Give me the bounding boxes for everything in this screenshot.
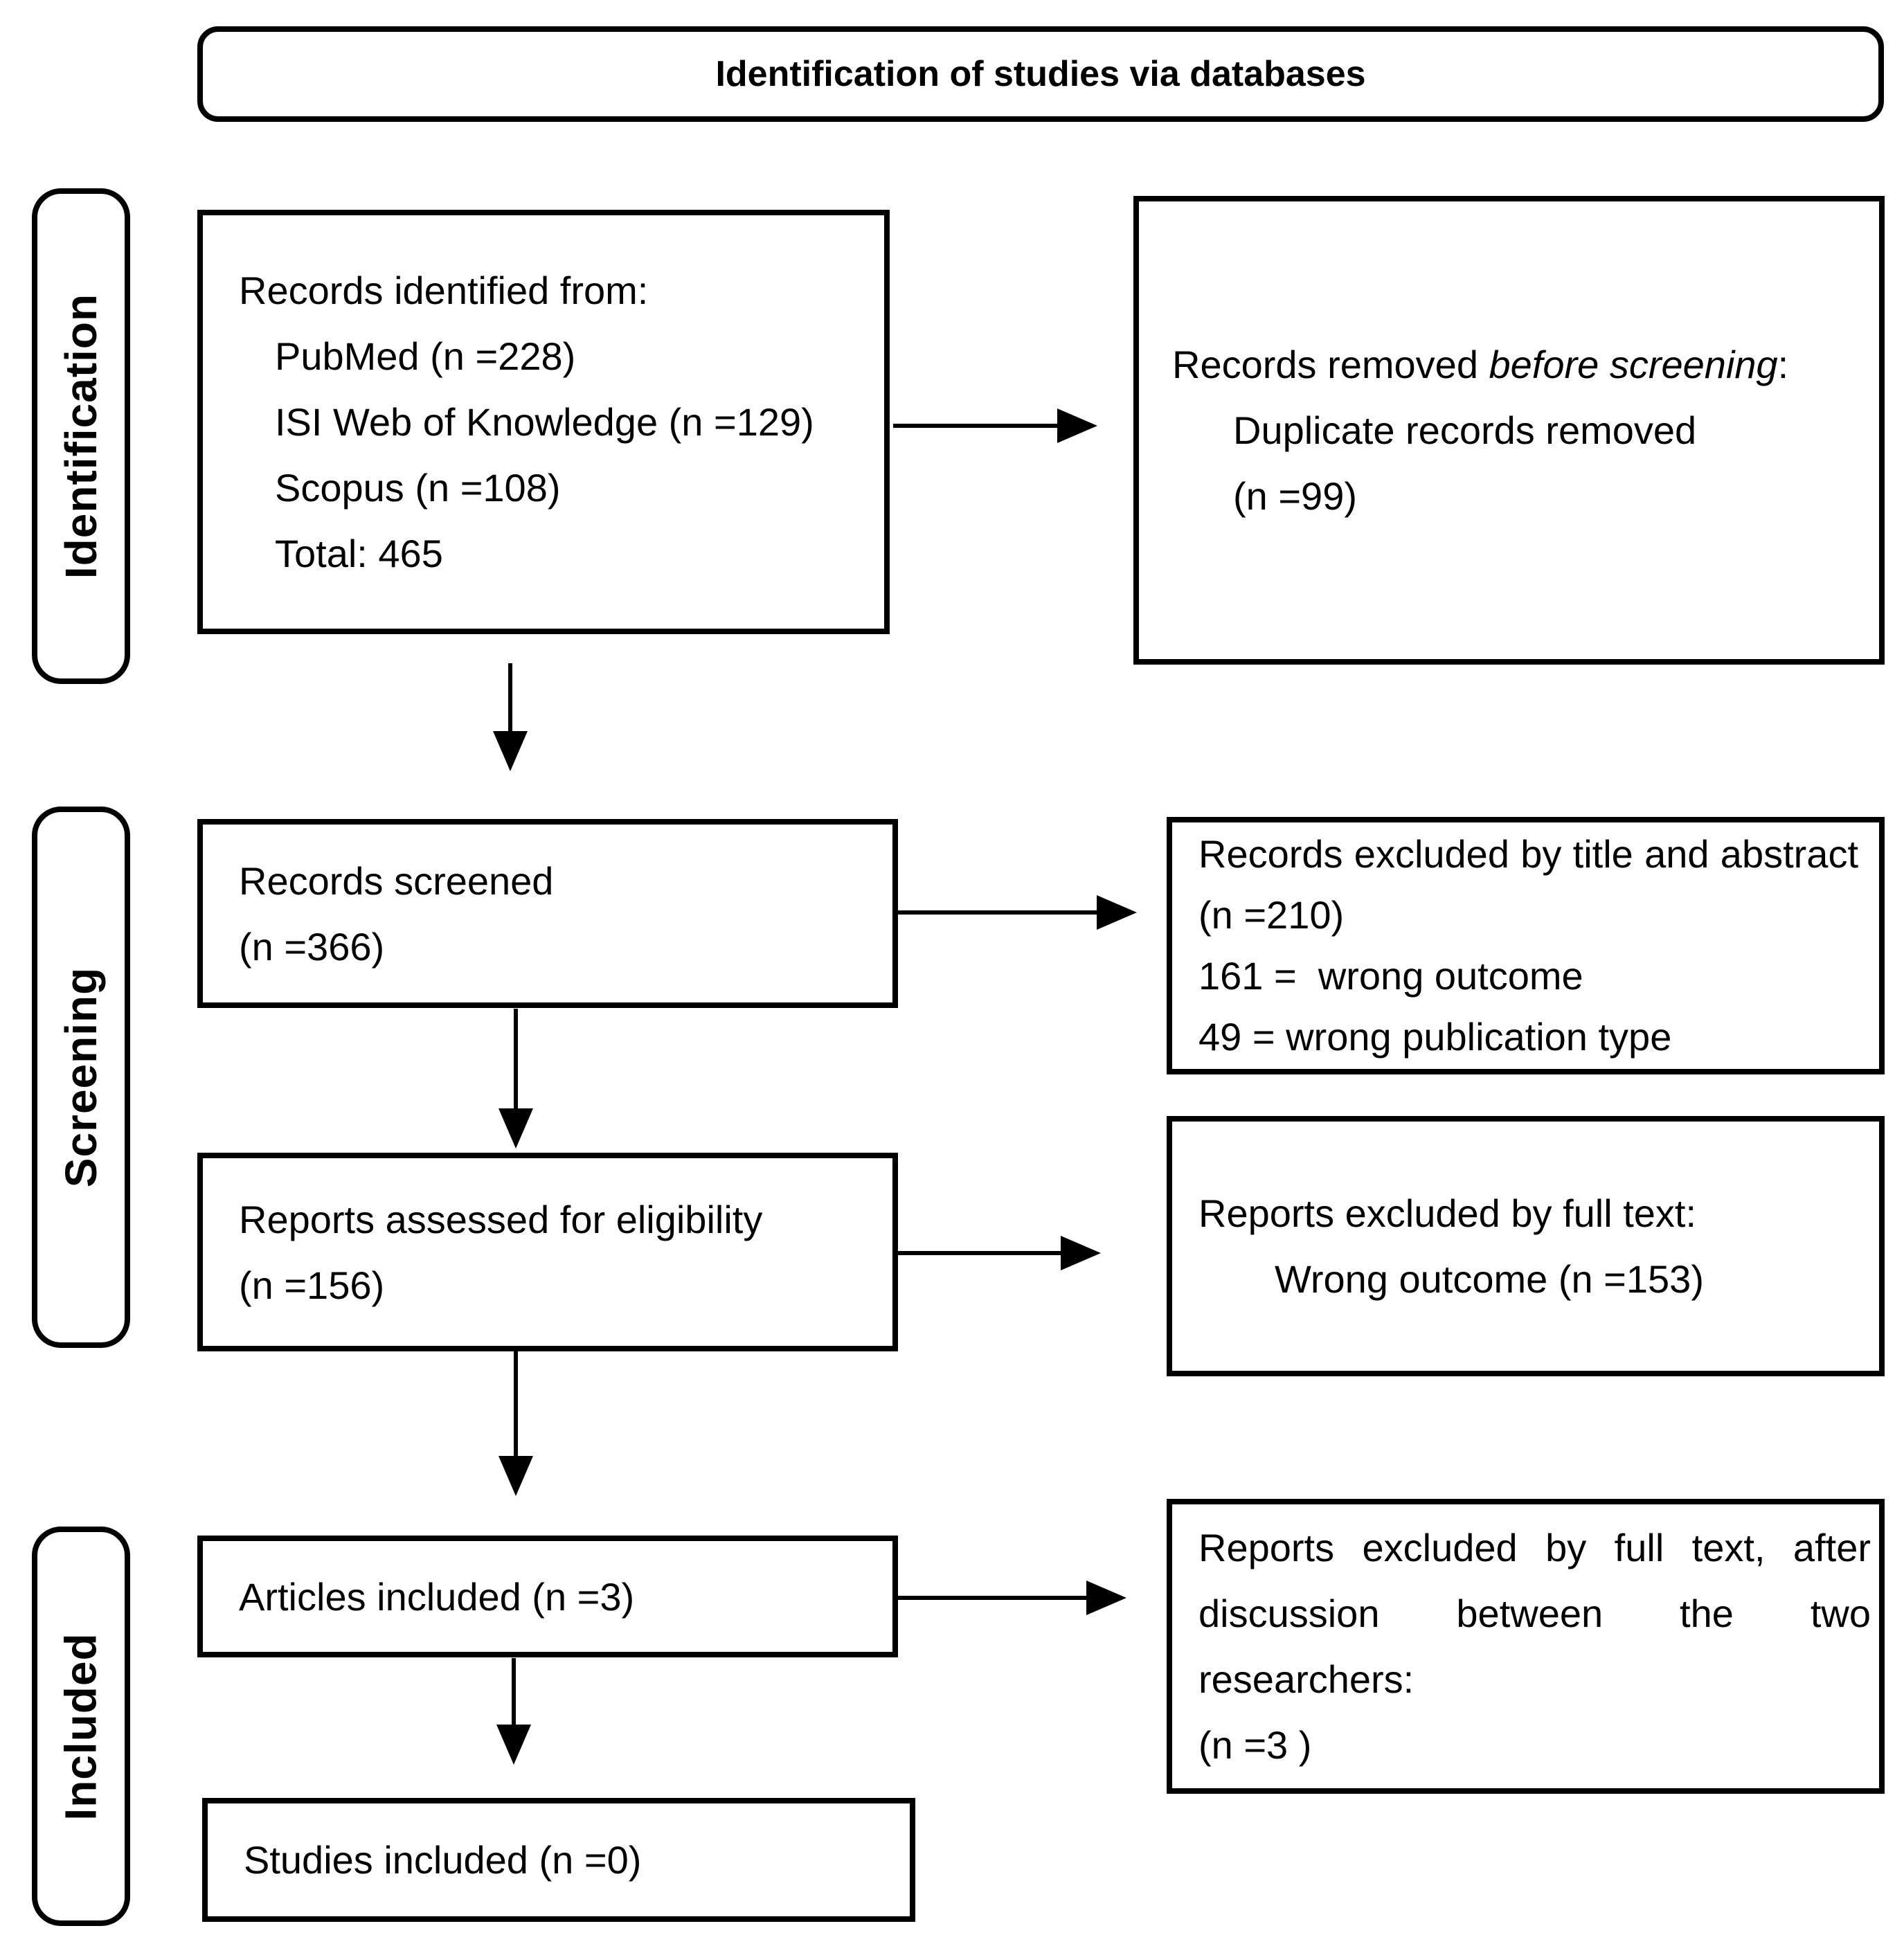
box-excluded-discussion: Reports excluded by full text, after dis… xyxy=(1167,1499,1885,1794)
box-records-removed: Records removed before screening: Duplic… xyxy=(1133,196,1885,665)
arrow-assessed-to-articles-head xyxy=(499,1456,533,1496)
rail-included: Included xyxy=(32,1527,130,1926)
arrow-assessed-to-articles-line xyxy=(514,1351,518,1459)
box-excluded-discussion-content: Reports excluded by full text, after dis… xyxy=(1172,1504,1879,1788)
box-line: Total: 465 xyxy=(275,532,443,575)
box-line: (n =99) xyxy=(1233,474,1357,518)
box-records-removed-content: Records removed before screening: Duplic… xyxy=(1139,201,1879,659)
arrow-assessed-to-excluded-head xyxy=(1061,1236,1101,1270)
arrow-articles-to-studies-head xyxy=(496,1725,531,1765)
arrow-articles-to-discussion-head xyxy=(1086,1581,1126,1615)
box-records-identified: Records identified from: PubMed (n =228)… xyxy=(197,210,890,634)
box-excluded-fulltext-content: Reports excluded by full text: Wrong out… xyxy=(1172,1122,1879,1371)
box-studies-included: Studies included (n =0) xyxy=(202,1798,915,1922)
box-reports-assessed: Reports assessed for eligibility (n =156… xyxy=(197,1153,898,1351)
box-line: 161 = wrong outcome xyxy=(1198,954,1583,998)
arrow-assessed-to-excluded-line xyxy=(893,1251,1063,1255)
box-paragraph: Records excluded by title and abstract (… xyxy=(1198,832,1858,937)
box-line: (n =3 ) xyxy=(1198,1723,1312,1767)
box-excluded-fulltext: Reports excluded by full text: Wrong out… xyxy=(1167,1116,1885,1376)
box-articles-included: Articles included (n =3) xyxy=(197,1536,898,1657)
box-articles-included-content: Articles included (n =3) xyxy=(203,1541,892,1652)
rail-identification: Identification xyxy=(32,188,130,684)
box-line: (n =156) xyxy=(239,1263,385,1307)
box-reports-assessed-content: Reports assessed for eligibility (n =156… xyxy=(203,1158,892,1346)
box-line: Records identified from: xyxy=(239,269,649,312)
box-line: Records removed before screening: xyxy=(1172,332,1869,397)
box-records-screened: Records screened (n =366) xyxy=(197,819,898,1008)
arrow-screened-to-assessed-head xyxy=(499,1108,533,1149)
arrow-articles-to-studies-line xyxy=(512,1658,516,1727)
box-studies-included-content: Studies included (n =0) xyxy=(208,1803,910,1916)
box-line: Records screened xyxy=(239,858,554,903)
box-records-identified-content: Records identified from: PubMed (n =228)… xyxy=(203,215,884,629)
box-line: (n =366) xyxy=(239,924,385,969)
box-records-screened-content: Records screened (n =366) xyxy=(203,825,892,1002)
box-excluded-title-abstract: Records excluded by title and abstract (… xyxy=(1167,817,1885,1074)
rail-identification-label: Identification xyxy=(56,293,106,579)
box-line: Reports excluded by full text: xyxy=(1198,1191,1697,1235)
rail-screening: Screening xyxy=(32,807,130,1348)
arrow-identified-to-removed-line xyxy=(893,424,1059,428)
box-line: 49 = wrong publication type xyxy=(1198,1015,1672,1059)
box-excluded-title-abstract-content: Records excluded by title and abstract (… xyxy=(1172,822,1879,1069)
rail-screening-label: Screening xyxy=(56,966,106,1188)
text-segment: Records removed xyxy=(1172,343,1489,386)
box-line: Duplicate records removed xyxy=(1233,408,1697,452)
arrow-articles-to-discussion-line xyxy=(898,1596,1088,1600)
text-segment: : xyxy=(1777,343,1789,386)
box-line: PubMed (n =228) xyxy=(275,334,576,378)
box-paragraph: Reports excluded by full text, after dis… xyxy=(1198,1526,1871,1701)
arrow-identified-to-screened-head xyxy=(493,731,528,771)
text-segment-italic: before screening xyxy=(1489,343,1778,386)
box-line: Studies included (n =0) xyxy=(244,1838,642,1882)
arrow-screened-to-excluded-head xyxy=(1097,895,1137,930)
arrow-identified-to-removed-head xyxy=(1057,408,1097,443)
box-line: Articles included (n =3) xyxy=(239,1574,635,1619)
diagram-title: Identification of studies via databases xyxy=(715,54,1366,94)
title-box: Identification of studies via databases xyxy=(197,26,1884,122)
arrow-identified-to-screened-line xyxy=(508,663,512,734)
arrow-screened-to-assessed-line xyxy=(514,1009,518,1111)
box-line: Scopus (n =108) xyxy=(275,466,561,510)
rail-included-label: Included xyxy=(56,1632,106,1821)
box-line: Wrong outcome (n =153) xyxy=(1275,1257,1704,1301)
arrow-screened-to-excluded-line xyxy=(898,910,1099,915)
box-line: ISI Web of Knowledge (n =129) xyxy=(275,400,814,444)
box-line: Reports assessed for eligibility xyxy=(239,1197,763,1241)
